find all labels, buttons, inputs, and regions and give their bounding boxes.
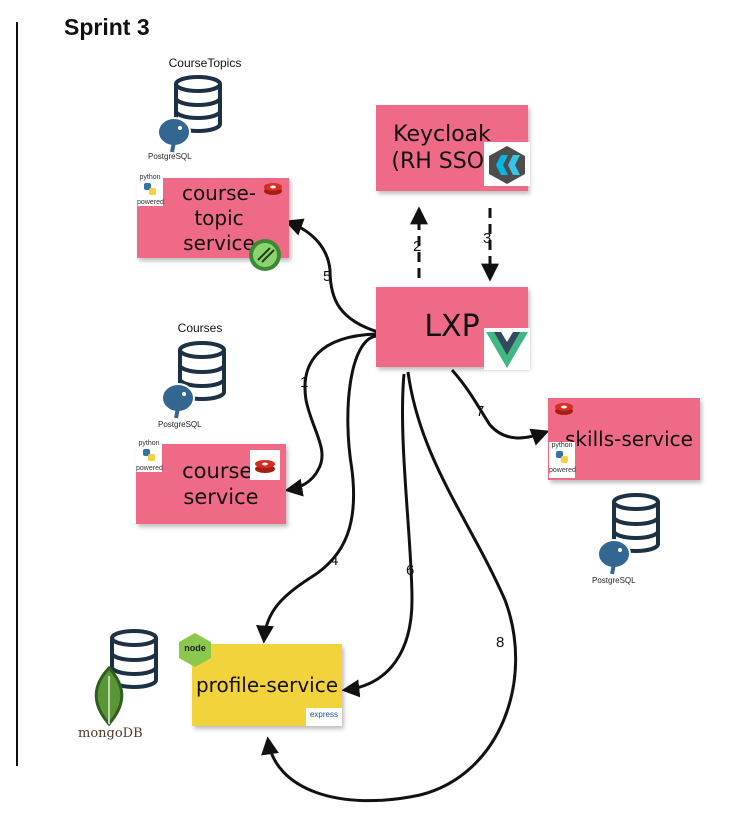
python-icon <box>143 449 155 461</box>
left-divider <box>16 22 18 766</box>
express-badge: express <box>306 708 342 726</box>
profile-db-icon <box>110 629 158 689</box>
skills-service-label: skills-service <box>565 426 693 451</box>
edge-label-8: 8 <box>496 634 505 651</box>
powered-badge-text: powered <box>549 467 576 474</box>
python-icon <box>556 451 568 463</box>
redis-icon-1 <box>263 180 283 196</box>
redis-icon-3 <box>554 400 574 416</box>
postgresql-caption: PostgreSQL <box>592 576 636 585</box>
postgresql-caption: PostgreSQL <box>148 152 192 161</box>
tornado-icon <box>248 238 282 272</box>
edge-6 <box>341 373 414 698</box>
python-icon <box>144 183 156 195</box>
python-badge-text: python <box>139 174 161 181</box>
page-title: Sprint 3 <box>64 14 150 40</box>
keycloak-label: Keycloak (RH SSO) <box>391 121 493 175</box>
edge-5 <box>284 218 379 334</box>
postgresql-elephant-icon <box>157 117 191 153</box>
python-badge-2: python powered <box>136 440 163 472</box>
python-badge-text: python <box>138 440 160 447</box>
edge-label-7: 7 <box>476 403 485 420</box>
edge-7 <box>450 368 550 446</box>
lxp-label: LXP <box>424 309 480 345</box>
powered-badge-text: powered <box>136 465 163 472</box>
node-badge-text: node <box>184 643 206 653</box>
redis-icon-2 <box>250 450 280 480</box>
edge-label-1: 1 <box>300 374 309 391</box>
profile-service-label: profile-service <box>195 672 339 697</box>
courses-db-caption: Courses <box>177 321 223 335</box>
courses-db-icon <box>178 341 226 401</box>
edge-label-3: 3 <box>483 230 492 247</box>
course-service-label: course-service <box>182 458 260 509</box>
edge-1 <box>284 332 377 497</box>
edge-label-6: 6 <box>406 562 415 579</box>
edge-8 <box>261 371 518 803</box>
coursetopics-db-caption: CourseTopics <box>168 56 242 70</box>
postgresql-caption: PostgreSQL <box>158 420 202 429</box>
mongodb-leaf-icon <box>94 666 124 727</box>
postgresql-elephant-icon <box>597 539 631 575</box>
python-badge-1: python powered <box>137 174 164 206</box>
keycloak-icon <box>484 142 530 186</box>
edge-4 <box>256 334 377 644</box>
postgresql-elephant-icon <box>161 383 195 419</box>
express-badge-text: express <box>309 710 338 719</box>
vue-icon <box>484 328 530 370</box>
course-topic-service-label: course-topic service <box>181 180 257 255</box>
mongodb-caption: mongoDB <box>78 726 143 741</box>
edge-label-5: 5 <box>323 268 332 285</box>
edge-label-4: 4 <box>330 552 339 569</box>
python-badge-3: python powered <box>549 442 576 478</box>
python-badge-text: python <box>551 442 573 449</box>
nodejs-icon: node <box>178 632 212 668</box>
powered-badge-text: powered <box>137 199 164 206</box>
edge-label-2: 2 <box>413 238 422 255</box>
